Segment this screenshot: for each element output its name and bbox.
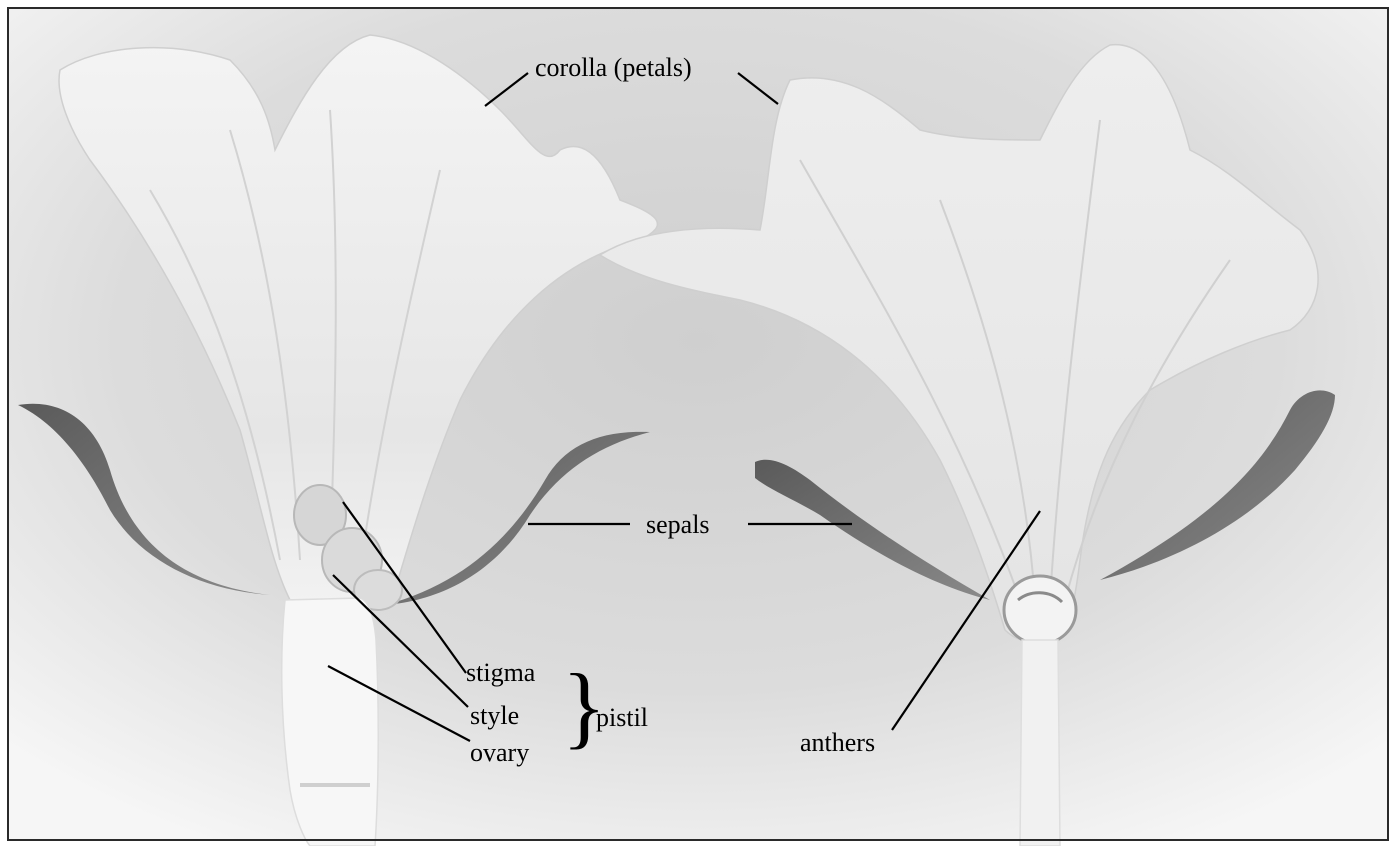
- right-flower-stem: [1020, 640, 1060, 846]
- label-style: style: [470, 703, 519, 729]
- label-anthers: anthers: [800, 730, 875, 756]
- anthers-base: [1004, 576, 1076, 644]
- label-sepals: sepals: [646, 512, 710, 538]
- ovary: [282, 598, 379, 846]
- label-corolla: corolla (petals): [535, 55, 692, 81]
- label-pistil: pistil: [596, 705, 648, 731]
- label-stigma: stigma: [466, 660, 535, 686]
- label-ovary: ovary: [470, 740, 529, 766]
